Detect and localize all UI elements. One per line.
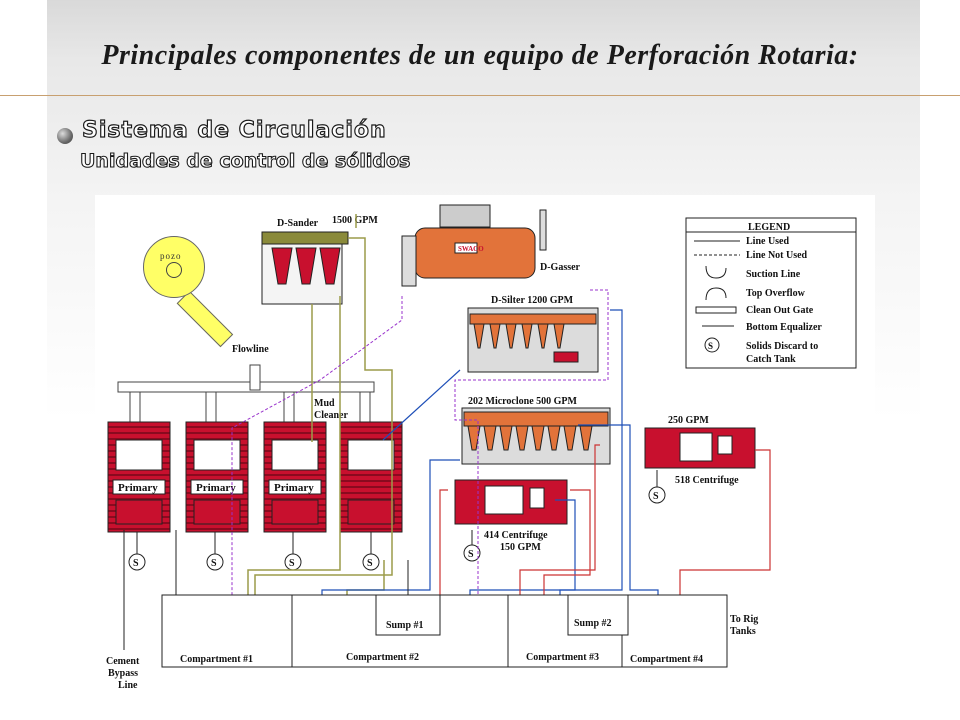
shaker-2 bbox=[185, 421, 249, 533]
s-mark-4: S bbox=[367, 558, 373, 569]
legend-solids-1: Solids Discard to bbox=[746, 341, 818, 352]
desander-label: D-Sander bbox=[277, 218, 319, 229]
to-rig-label-2: Tanks bbox=[730, 626, 756, 637]
discard-markers bbox=[128, 470, 666, 571]
shaker-1 bbox=[107, 421, 171, 533]
legend-title: LEGEND bbox=[748, 222, 790, 233]
compartment-2-label: Compartment #2 bbox=[346, 652, 419, 663]
centrifuge-518-label: 518 Centrifuge bbox=[675, 475, 739, 486]
legend-item-3: Suction Line bbox=[746, 269, 801, 280]
legend-item-1: Line Used bbox=[746, 236, 790, 247]
section-subtitle: Unidades de control de sólidos bbox=[79, 149, 411, 172]
degasser-label: D-Gasser bbox=[540, 262, 581, 273]
centrifuge-414-label: 414 Centrifuge bbox=[484, 530, 548, 541]
to-rig-label-1: To Rig bbox=[730, 614, 758, 625]
bullet-icon bbox=[57, 128, 73, 144]
mud-tanks bbox=[161, 594, 728, 668]
shaker-3 bbox=[263, 421, 327, 533]
desilter-unit bbox=[467, 307, 599, 373]
cement-label-2: Bypass bbox=[108, 668, 138, 679]
primary-label-box-1 bbox=[112, 479, 166, 495]
primary-label-box-2 bbox=[190, 479, 244, 495]
centrifuge-250-gpm: 250 GPM bbox=[668, 415, 709, 426]
legend-s-mark: S bbox=[708, 341, 713, 351]
primary-label-3: Primary bbox=[274, 482, 314, 494]
section-title: Sistema de Circulación bbox=[81, 117, 387, 143]
primary-label-box-3 bbox=[268, 479, 322, 495]
red-lines bbox=[434, 444, 771, 610]
compartment-3-label: Compartment #3 bbox=[526, 652, 599, 663]
s-mark-1: S bbox=[133, 558, 139, 569]
degasser-brand: SWACO bbox=[458, 245, 484, 253]
legend-box bbox=[685, 217, 857, 369]
legend-item-2: Line Not Used bbox=[746, 250, 808, 261]
page-title: Principales componentes de un equipo de … bbox=[101, 40, 859, 71]
compartment-1-label: Compartment #1 bbox=[180, 654, 253, 665]
legend-item-4: Top Overflow bbox=[746, 288, 806, 299]
sump-1-label: Sump #1 bbox=[386, 620, 424, 631]
compartment-4-label: Compartment #4 bbox=[630, 654, 703, 665]
purple-lines bbox=[231, 289, 609, 610]
title-divider bbox=[0, 95, 960, 96]
centrifuge-414-gpm: 150 GPM bbox=[500, 542, 541, 553]
primary-shakers bbox=[107, 421, 403, 533]
desander-unit bbox=[261, 231, 349, 305]
legend-solids-2: Catch Tank bbox=[746, 354, 796, 365]
centrifuge-518 bbox=[644, 427, 756, 469]
pozo-label: pozo bbox=[160, 251, 182, 261]
pozo-ring bbox=[166, 262, 182, 278]
degasser-unit bbox=[401, 204, 547, 287]
legend-item-6: Bottom Equalizer bbox=[746, 322, 822, 333]
centrifuge-414 bbox=[454, 479, 568, 525]
primary-label-1: Primary bbox=[118, 482, 158, 494]
cement-label-3: Line bbox=[118, 680, 138, 691]
s-mark-2: S bbox=[211, 558, 217, 569]
desander-gpm: 1500 GPM bbox=[332, 215, 378, 226]
microclone-label: 202 Microclone 500 GPM bbox=[468, 396, 578, 407]
s-mark-6: S bbox=[653, 491, 659, 502]
s-mark-5: S bbox=[468, 549, 474, 560]
mud-cleaner-label-2: Cleaner bbox=[314, 410, 348, 421]
mud-cleaner-label-1: Mud bbox=[314, 398, 335, 409]
legend-item-5: Clean Out Gate bbox=[746, 305, 814, 316]
cement-label-1: Cement bbox=[106, 656, 140, 667]
s-mark-3: S bbox=[289, 558, 295, 569]
microclone-unit bbox=[461, 407, 611, 465]
primary-label-2: Primary bbox=[196, 482, 236, 494]
desilter-label: D-Silter 1200 GPM bbox=[491, 295, 574, 306]
flowline-label: Flowline bbox=[232, 344, 269, 355]
manifold-pipe bbox=[117, 364, 375, 423]
sump-2-label: Sump #2 bbox=[574, 618, 612, 629]
